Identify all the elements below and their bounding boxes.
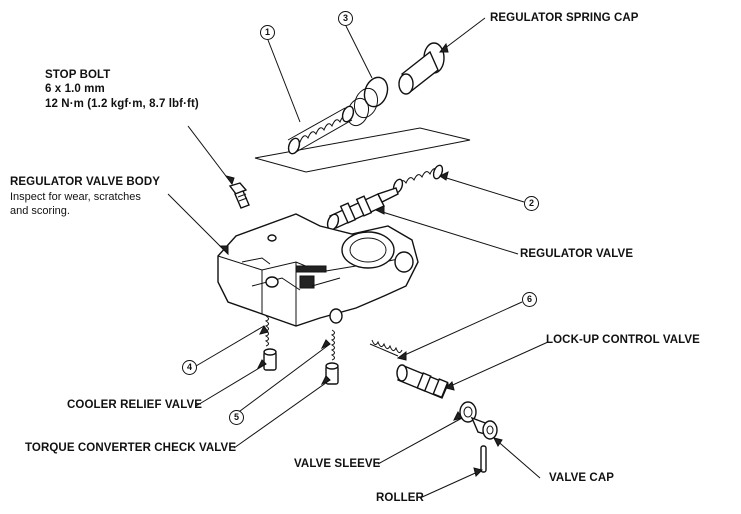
label-valve-sleeve: VALVE SLEEVE (294, 458, 381, 470)
valve-sleeve-part (459, 401, 477, 423)
valve-cap-part (470, 416, 498, 440)
callout-3: 3 (338, 11, 353, 26)
label-stop-bolt-torque: 12 N·m (1.2 kgf·m, 8.7 lbf·ft) (45, 98, 199, 110)
callout-6: 6 (522, 292, 537, 307)
label-regulator-valve-body-note-1: Inspect for wear, scratches (10, 191, 141, 203)
stop-bolt-part (228, 182, 250, 209)
callout-2: 2 (524, 196, 539, 211)
leader-callout-3 (345, 25, 373, 79)
callout-5: 5 (229, 410, 244, 425)
arrowheads (218, 42, 503, 477)
leader-roller (419, 469, 483, 499)
leader-valve-cap (493, 437, 541, 479)
regulator-spring-part (287, 105, 355, 155)
leader-callout-6 (397, 301, 523, 359)
label-valve-cap: VALVE CAP (549, 472, 615, 484)
leader-stop-bolt (187, 125, 233, 185)
label-regulator-valve: REGULATOR VALVE (520, 248, 634, 260)
leader-callout-4 (195, 325, 265, 367)
leader-torque-converter-check-valve (233, 379, 331, 449)
leader-cooler-relief-valve (195, 363, 267, 407)
leader-regulator-valve (375, 209, 519, 255)
leader-valve-sleeve (377, 417, 463, 465)
label-regulator-valve-body: REGULATOR VALVE BODY (10, 176, 161, 188)
leader-callout-5 (235, 343, 331, 415)
leader-regulator-valve-body (167, 193, 229, 255)
label-regulator-valve-body-note-2: and scoring. (10, 205, 70, 217)
lockup-spring-part (392, 164, 444, 194)
label-roller: ROLLER (376, 492, 424, 504)
regulator-spring-cap-part (398, 42, 445, 95)
regulator-valve-body-part (217, 213, 419, 327)
label-lock-up-control-valve: LOCK-UP CONTROL VALVE (546, 334, 700, 346)
roller-part (480, 445, 487, 473)
leader-regulator-spring-cap (439, 17, 486, 53)
leader-callout-2 (439, 175, 525, 203)
label-cooler-relief-valve: COOLER RELIEF VALVE (67, 399, 203, 411)
callout-4: 4 (182, 360, 197, 375)
label-stop-bolt-title: STOP BOLT (45, 69, 111, 81)
torque-converter-check-valve-part (325, 329, 339, 385)
callout-1: 1 (260, 25, 275, 40)
regulator-valve-part (326, 187, 399, 231)
label-torque-converter-check-valve: TORQUE CONVERTER CHECK VALVE (25, 442, 237, 454)
label-stop-bolt-size: 6 x 1.0 mm (45, 83, 105, 95)
lockup-spring-part-6 (369, 339, 403, 357)
leader-lines (167, 17, 549, 499)
leader-lock-up-control-valve (445, 341, 549, 389)
leader-callout-1 (267, 39, 301, 123)
cooler-relief-valve-part (263, 315, 277, 371)
reference-plane (254, 127, 471, 173)
label-regulator-spring-cap: REGULATOR SPRING CAP (490, 12, 639, 24)
lock-up-control-valve-part (396, 364, 449, 399)
